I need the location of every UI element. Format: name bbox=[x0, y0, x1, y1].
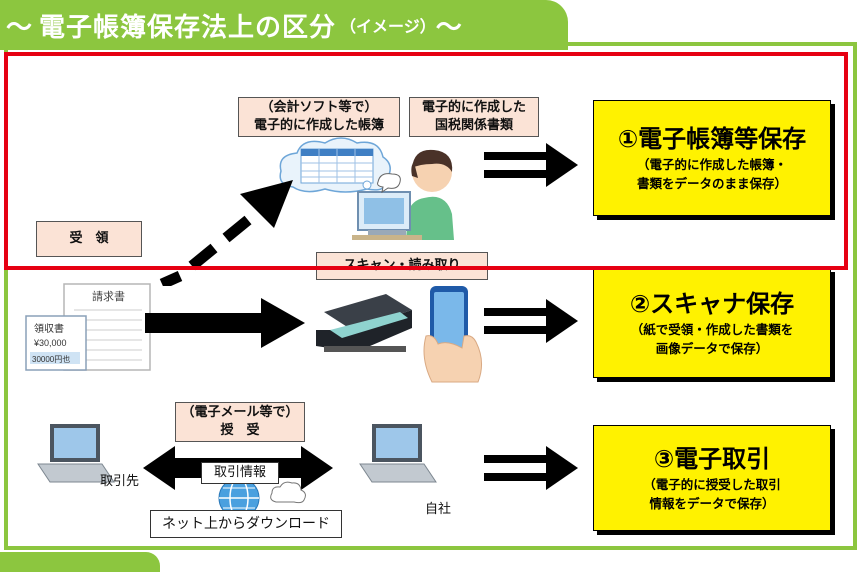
label-accounting-software: （会計ソフト等で） 電子的に作成した帳簿 bbox=[238, 97, 400, 137]
label-email: （電子メール等で） 授 受 bbox=[175, 402, 305, 442]
thick-arrow-icon bbox=[145, 298, 305, 348]
label-tax-documents: 電子的に作成した 国税関係書類 bbox=[409, 97, 539, 137]
paper-documents-icon: 請求書 領収書 ¥30,000 30000円也 bbox=[25, 283, 151, 371]
cloud-icon bbox=[270, 481, 306, 504]
title-banner: ～ 電子帳簿保存法上の区分 （イメージ） ～ bbox=[0, 0, 568, 50]
category-box-electronic-books: ①電子帳簿等保存 （電子的に作成した帳簿・ 書類をデータのまま保存） bbox=[593, 100, 831, 216]
title-prefix: ～ bbox=[6, 12, 34, 43]
category-title: ①電子帳簿等保存 bbox=[617, 125, 807, 153]
person-at-computer-icon bbox=[352, 149, 454, 240]
double-arrow-icon bbox=[484, 299, 578, 343]
cloud-spreadsheet-icon bbox=[279, 137, 391, 193]
category-desc: （紙で受領・作成した書類を bbox=[630, 322, 794, 337]
transaction-info-label: 取引情報 bbox=[201, 462, 279, 484]
title-suffix: ～ bbox=[435, 12, 462, 43]
amount-text: ¥30,000 bbox=[33, 338, 67, 348]
amount-ja-text: 30000円也 bbox=[32, 354, 70, 364]
label-line: 国税関係書類 bbox=[434, 118, 513, 133]
label-line: （電子メール等で） bbox=[181, 405, 299, 420]
label-received: 受 領 bbox=[36, 221, 142, 257]
own-company-label: 自社 bbox=[425, 502, 452, 517]
double-arrow-icon bbox=[484, 143, 578, 187]
category-desc: 画像データで保存） bbox=[655, 341, 769, 356]
category-title: ③電子取引 bbox=[653, 445, 771, 473]
dashed-diagonal-arrow-icon bbox=[159, 180, 293, 286]
category-box-scanner: ②スキャナ保存 （紙で受領・作成した書類を 画像データで保存） bbox=[593, 268, 831, 378]
smartphone-icon bbox=[423, 286, 482, 383]
double-arrow-icon bbox=[484, 446, 578, 490]
label-line: 授 受 bbox=[220, 423, 260, 438]
category-desc: （電子的に授受した取引 bbox=[643, 477, 781, 492]
scanner-icon bbox=[316, 294, 412, 352]
invoice-text: 請求書 bbox=[92, 289, 125, 303]
label-line: 受 領 bbox=[69, 231, 109, 246]
label-line: 電子的に作成した bbox=[421, 100, 526, 115]
receipt-text: 領収書 bbox=[34, 322, 64, 335]
laptop-own-company-icon bbox=[359, 424, 437, 483]
category-desc: 書類をデータのまま保存） bbox=[636, 176, 787, 191]
download-label: ネット上からダウンロード bbox=[150, 510, 342, 538]
category-desc: 情報をデータで保存） bbox=[649, 496, 775, 511]
category-desc: （電子的に作成した帳簿・ bbox=[636, 157, 787, 172]
title-note: （イメージ） bbox=[340, 17, 436, 36]
next-section-tab bbox=[0, 552, 160, 572]
partner-label: 取引先 bbox=[100, 474, 140, 489]
label-line: （会計ソフト等で） bbox=[260, 100, 378, 115]
page-title: 電子帳簿保存法上の区分 bbox=[39, 12, 337, 43]
category-title: ②スキャナ保存 bbox=[629, 290, 795, 318]
highlight-frame bbox=[4, 52, 848, 270]
label-line: 電子的に作成した帳簿 bbox=[253, 118, 384, 133]
category-box-electronic-transactions: ③電子取引 （電子的に授受した取引 情報をデータで保存） bbox=[593, 425, 831, 531]
laptop-partner-icon bbox=[37, 424, 115, 483]
